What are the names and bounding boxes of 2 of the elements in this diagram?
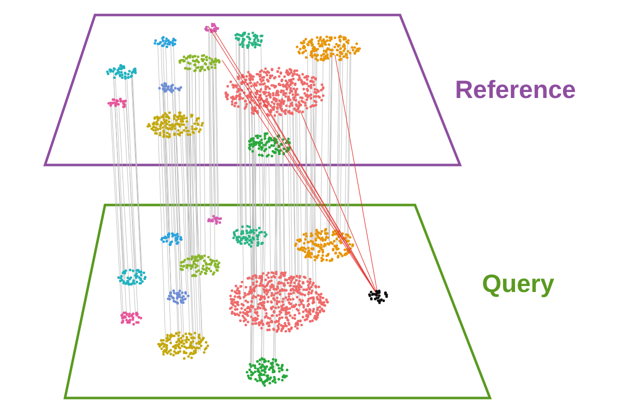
plane-label: Query	[482, 269, 554, 300]
plane-label: Reference	[455, 75, 576, 106]
